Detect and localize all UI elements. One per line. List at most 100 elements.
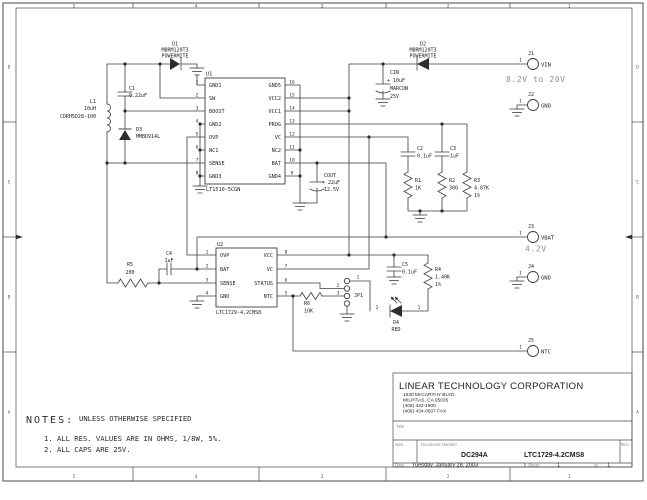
cin-mfr: MARCON — [390, 86, 408, 92]
notes-block: NOTES: UNLESS OTHERWISE SPECIFIED 1. ALL… — [26, 414, 221, 454]
sheet-total: 1 — [607, 463, 610, 469]
zone-col: 4 — [195, 474, 198, 480]
r3-ref: R3 — [474, 178, 480, 184]
u2-pin-number: 2 — [206, 264, 209, 270]
u2-pin-name: SENSE — [220, 281, 236, 287]
r1-ref: R1 — [415, 178, 421, 184]
u1-pin-number: 1 — [196, 80, 199, 86]
u1-pin-name: VCC1 — [269, 109, 282, 115]
u1-pin-number: 9 — [291, 171, 294, 177]
j5-name: NTC — [541, 350, 551, 356]
sheet-border — [2, 2, 644, 482]
title-block: LINEAR TECHNOLOGY CORPORATION 1630 McCAR… — [392, 372, 633, 469]
r3-tol: 1% — [474, 193, 480, 199]
u2-pin-number: 6 — [285, 278, 288, 284]
zone-row: C — [8, 180, 11, 186]
zone-row: B — [636, 295, 639, 301]
cin-value: + 10uF — [387, 78, 405, 84]
r3-value: 4.87K — [474, 186, 489, 192]
u1-pin-name: BAT — [272, 161, 281, 167]
zone-labels: 5 4 3 2 1 5 4 3 2 1 D C B A D C B A — [8, 3, 640, 479]
c5-ref: C5 — [402, 262, 408, 268]
u2-pin-number: 1 — [206, 250, 209, 256]
u1-pin-number: 12 — [289, 132, 295, 138]
r6-ref: R6 — [304, 301, 310, 307]
notes-subheading: UNLESS OTHERWISE SPECIFIED — [79, 414, 192, 423]
d4-ref: D4 — [393, 320, 399, 326]
u2-pin-name: VC — [267, 267, 273, 273]
c4-value: 1uF — [164, 258, 173, 264]
document-number-label: Document Number — [421, 442, 458, 447]
u1-pin-name: GND2 — [209, 122, 222, 128]
r1-value: 1K — [415, 186, 421, 192]
jp1-pin-number: 1 — [357, 275, 360, 281]
u1-pin-number: 3 — [196, 106, 199, 112]
u1-pin-number: 8 — [196, 171, 199, 177]
zone-row: A — [636, 410, 639, 416]
u2-pin-name: NTC — [264, 294, 273, 300]
zone-row: C — [636, 180, 639, 186]
j5-ref: J5 — [528, 338, 534, 344]
cin-volt: 25V — [390, 94, 399, 100]
junction-dots — [105, 62, 444, 298]
r4-ref: R4 — [435, 267, 441, 273]
title-label: Title — [396, 424, 405, 429]
u2-pin-number: 3 — [206, 278, 209, 284]
u1-pin-number: 2 — [196, 93, 199, 99]
d2-diode — [416, 57, 429, 71]
u1-pin-name: SW — [209, 96, 216, 102]
u1-pin-name: OVP — [209, 135, 218, 141]
u1-pin-name: VCC2 — [269, 96, 282, 102]
u1-part: LT1510-5CGN — [206, 187, 240, 193]
u1-pin-number: 7 — [196, 158, 199, 164]
u1-pin-name: GND4 — [269, 174, 282, 180]
r6-value: 10K — [304, 309, 313, 315]
d4-pin-number: 1 — [418, 305, 421, 311]
rev-label: Rev — [621, 442, 629, 447]
u2-pin-number: 7 — [285, 264, 288, 270]
u2-pin-name: VCC — [264, 253, 273, 259]
date-label: Date: — [395, 463, 405, 468]
zone-col: 1 — [568, 474, 571, 480]
c2-ref: C2 — [417, 146, 423, 152]
j1-ref: J1 — [528, 51, 534, 57]
notes-item: 1. ALL RES. VALUES ARE IN OHMS, 1/8W, 5%… — [44, 434, 221, 443]
l1-ref: L1 — [90, 99, 96, 105]
u1-pin-number: 14 — [289, 106, 295, 112]
u2-ref: U2 — [217, 242, 223, 248]
d1-diode — [170, 57, 182, 71]
r4-tol: 1% — [435, 282, 441, 288]
d1-pkg: POWERMITE — [161, 54, 188, 60]
component-labels: D1 MBRM120T3 POWERMITE D2 MBRM120T3 POWE… — [60, 42, 489, 334]
zone-row: D — [8, 65, 11, 71]
zone-row: D — [636, 65, 639, 71]
l1-part: CDRH5D28-100 — [60, 114, 96, 120]
j2-ref: J2 — [528, 92, 534, 98]
u2-pin-name: GND — [220, 294, 229, 300]
j1-voltage-note: 8.2V to 20V — [506, 75, 566, 84]
u2-pin-name: OVP — [220, 253, 229, 259]
d1-ref: D1 — [172, 42, 178, 48]
size-label: Size — [395, 442, 404, 447]
zone-row: B — [8, 295, 11, 301]
zone-row: A — [8, 410, 11, 416]
cout-value: + 22uF — [322, 180, 340, 186]
j2-name: GND — [541, 104, 551, 110]
j2-pin-number: 1 — [519, 99, 522, 105]
u2-pin-name: BAT — [220, 267, 229, 273]
j4-ref: J4 — [528, 264, 534, 270]
u1-pin-number: 5 — [196, 132, 199, 138]
cout-ref: COUT — [324, 173, 336, 179]
document-number: DC294A — [461, 452, 488, 459]
u1-pin-number: 16 — [289, 80, 295, 86]
company-fax: (408) 434-0507 FAX — [403, 409, 447, 415]
connector-j1: 1 J1 VIN 8.2V to 20V — [506, 51, 566, 84]
u1-pin-name: GND5 — [269, 83, 282, 89]
j3-ref: J3 — [528, 224, 534, 230]
u1-pin-number: 15 — [289, 93, 295, 99]
connector-j3: 1 J3 VBAT 4.2V — [519, 224, 555, 254]
u1-pin-number: 6 — [196, 145, 199, 151]
u1-pin-number: 4 — [196, 119, 199, 125]
u1-pin-name: SENSE — [209, 161, 225, 167]
notes-heading: NOTES: — [26, 415, 74, 426]
